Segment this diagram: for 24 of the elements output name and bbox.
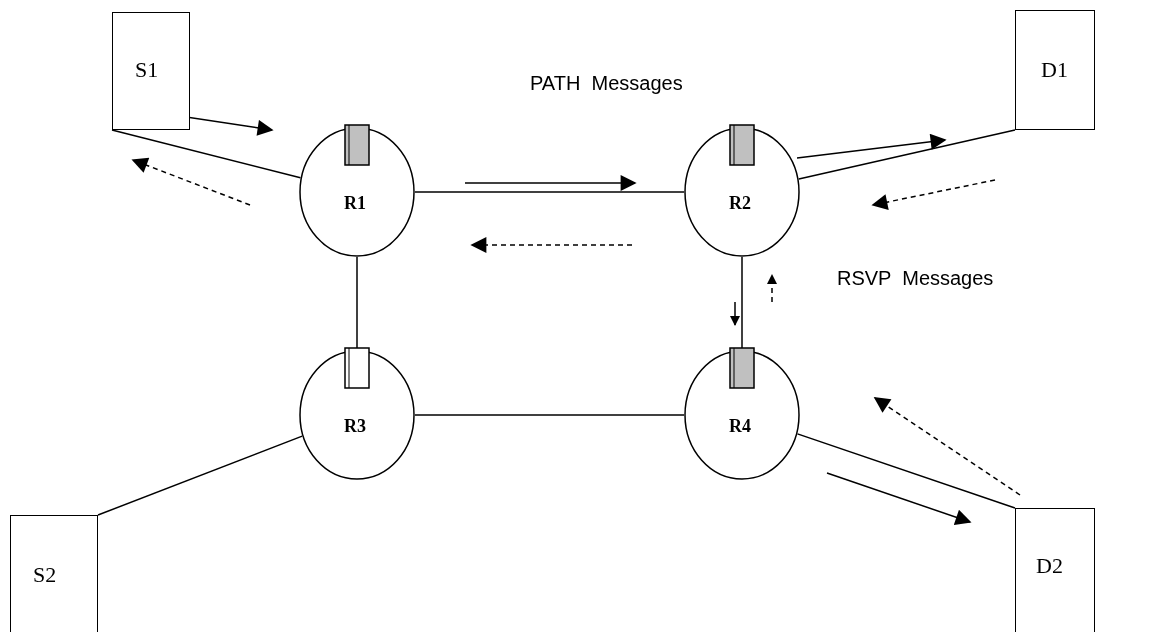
link-line xyxy=(111,129,302,179)
node-label: D2 xyxy=(1036,553,1063,579)
link-line xyxy=(798,129,1016,180)
router-circle xyxy=(299,350,415,480)
link-line xyxy=(796,433,1016,509)
node-label: R1 xyxy=(344,193,366,214)
router-circle xyxy=(684,127,800,257)
node-label: R4 xyxy=(729,416,751,437)
link-line xyxy=(414,414,685,416)
router-circle xyxy=(684,350,800,480)
host-box xyxy=(1015,508,1095,632)
node-label: D1 xyxy=(1041,57,1068,83)
link-line xyxy=(414,191,685,193)
host-box xyxy=(10,515,98,632)
host-box xyxy=(112,12,190,130)
router-circle xyxy=(299,127,415,257)
host-box xyxy=(1015,10,1095,130)
node-label: S2 xyxy=(33,562,57,588)
message-label: RSVP Messages xyxy=(837,267,994,290)
message-label: PATH Messages xyxy=(530,72,683,95)
node-label: S1 xyxy=(135,57,159,83)
node-label: R3 xyxy=(344,416,366,437)
link-line xyxy=(97,435,303,516)
node-label: R2 xyxy=(729,193,751,214)
